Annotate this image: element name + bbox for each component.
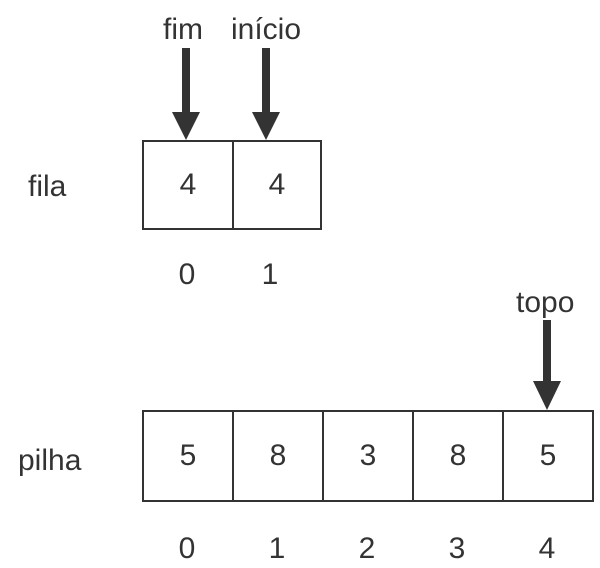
pointer-label-inicio: início — [231, 13, 302, 46]
arrow-topo — [533, 320, 561, 410]
stack-index-2: 2 — [358, 532, 376, 565]
queue-index-1: 1 — [261, 258, 279, 291]
queue-cell-1: 4 — [232, 140, 322, 230]
queue-cell-0: 4 — [142, 140, 234, 230]
stack-index-4: 4 — [538, 532, 556, 565]
stack-label: pilha — [18, 444, 82, 477]
stack-cell-2: 3 — [322, 410, 414, 502]
queue-label: fila — [28, 170, 67, 203]
stack-cell-1: 8 — [232, 410, 324, 502]
stack-index-0: 0 — [178, 532, 196, 565]
stack-cell-0: 5 — [142, 410, 234, 502]
stack-index-1: 1 — [268, 532, 286, 565]
arrow-fim — [172, 48, 200, 140]
arrow-inicio — [252, 48, 280, 140]
queue-index-0: 0 — [178, 258, 196, 291]
stack-index-3: 3 — [448, 532, 466, 565]
pointer-label-topo: topo — [516, 286, 575, 319]
stack-cell-4: 5 — [502, 410, 594, 502]
stack-cell-3: 8 — [412, 410, 504, 502]
pointer-label-fim: fim — [163, 13, 203, 46]
